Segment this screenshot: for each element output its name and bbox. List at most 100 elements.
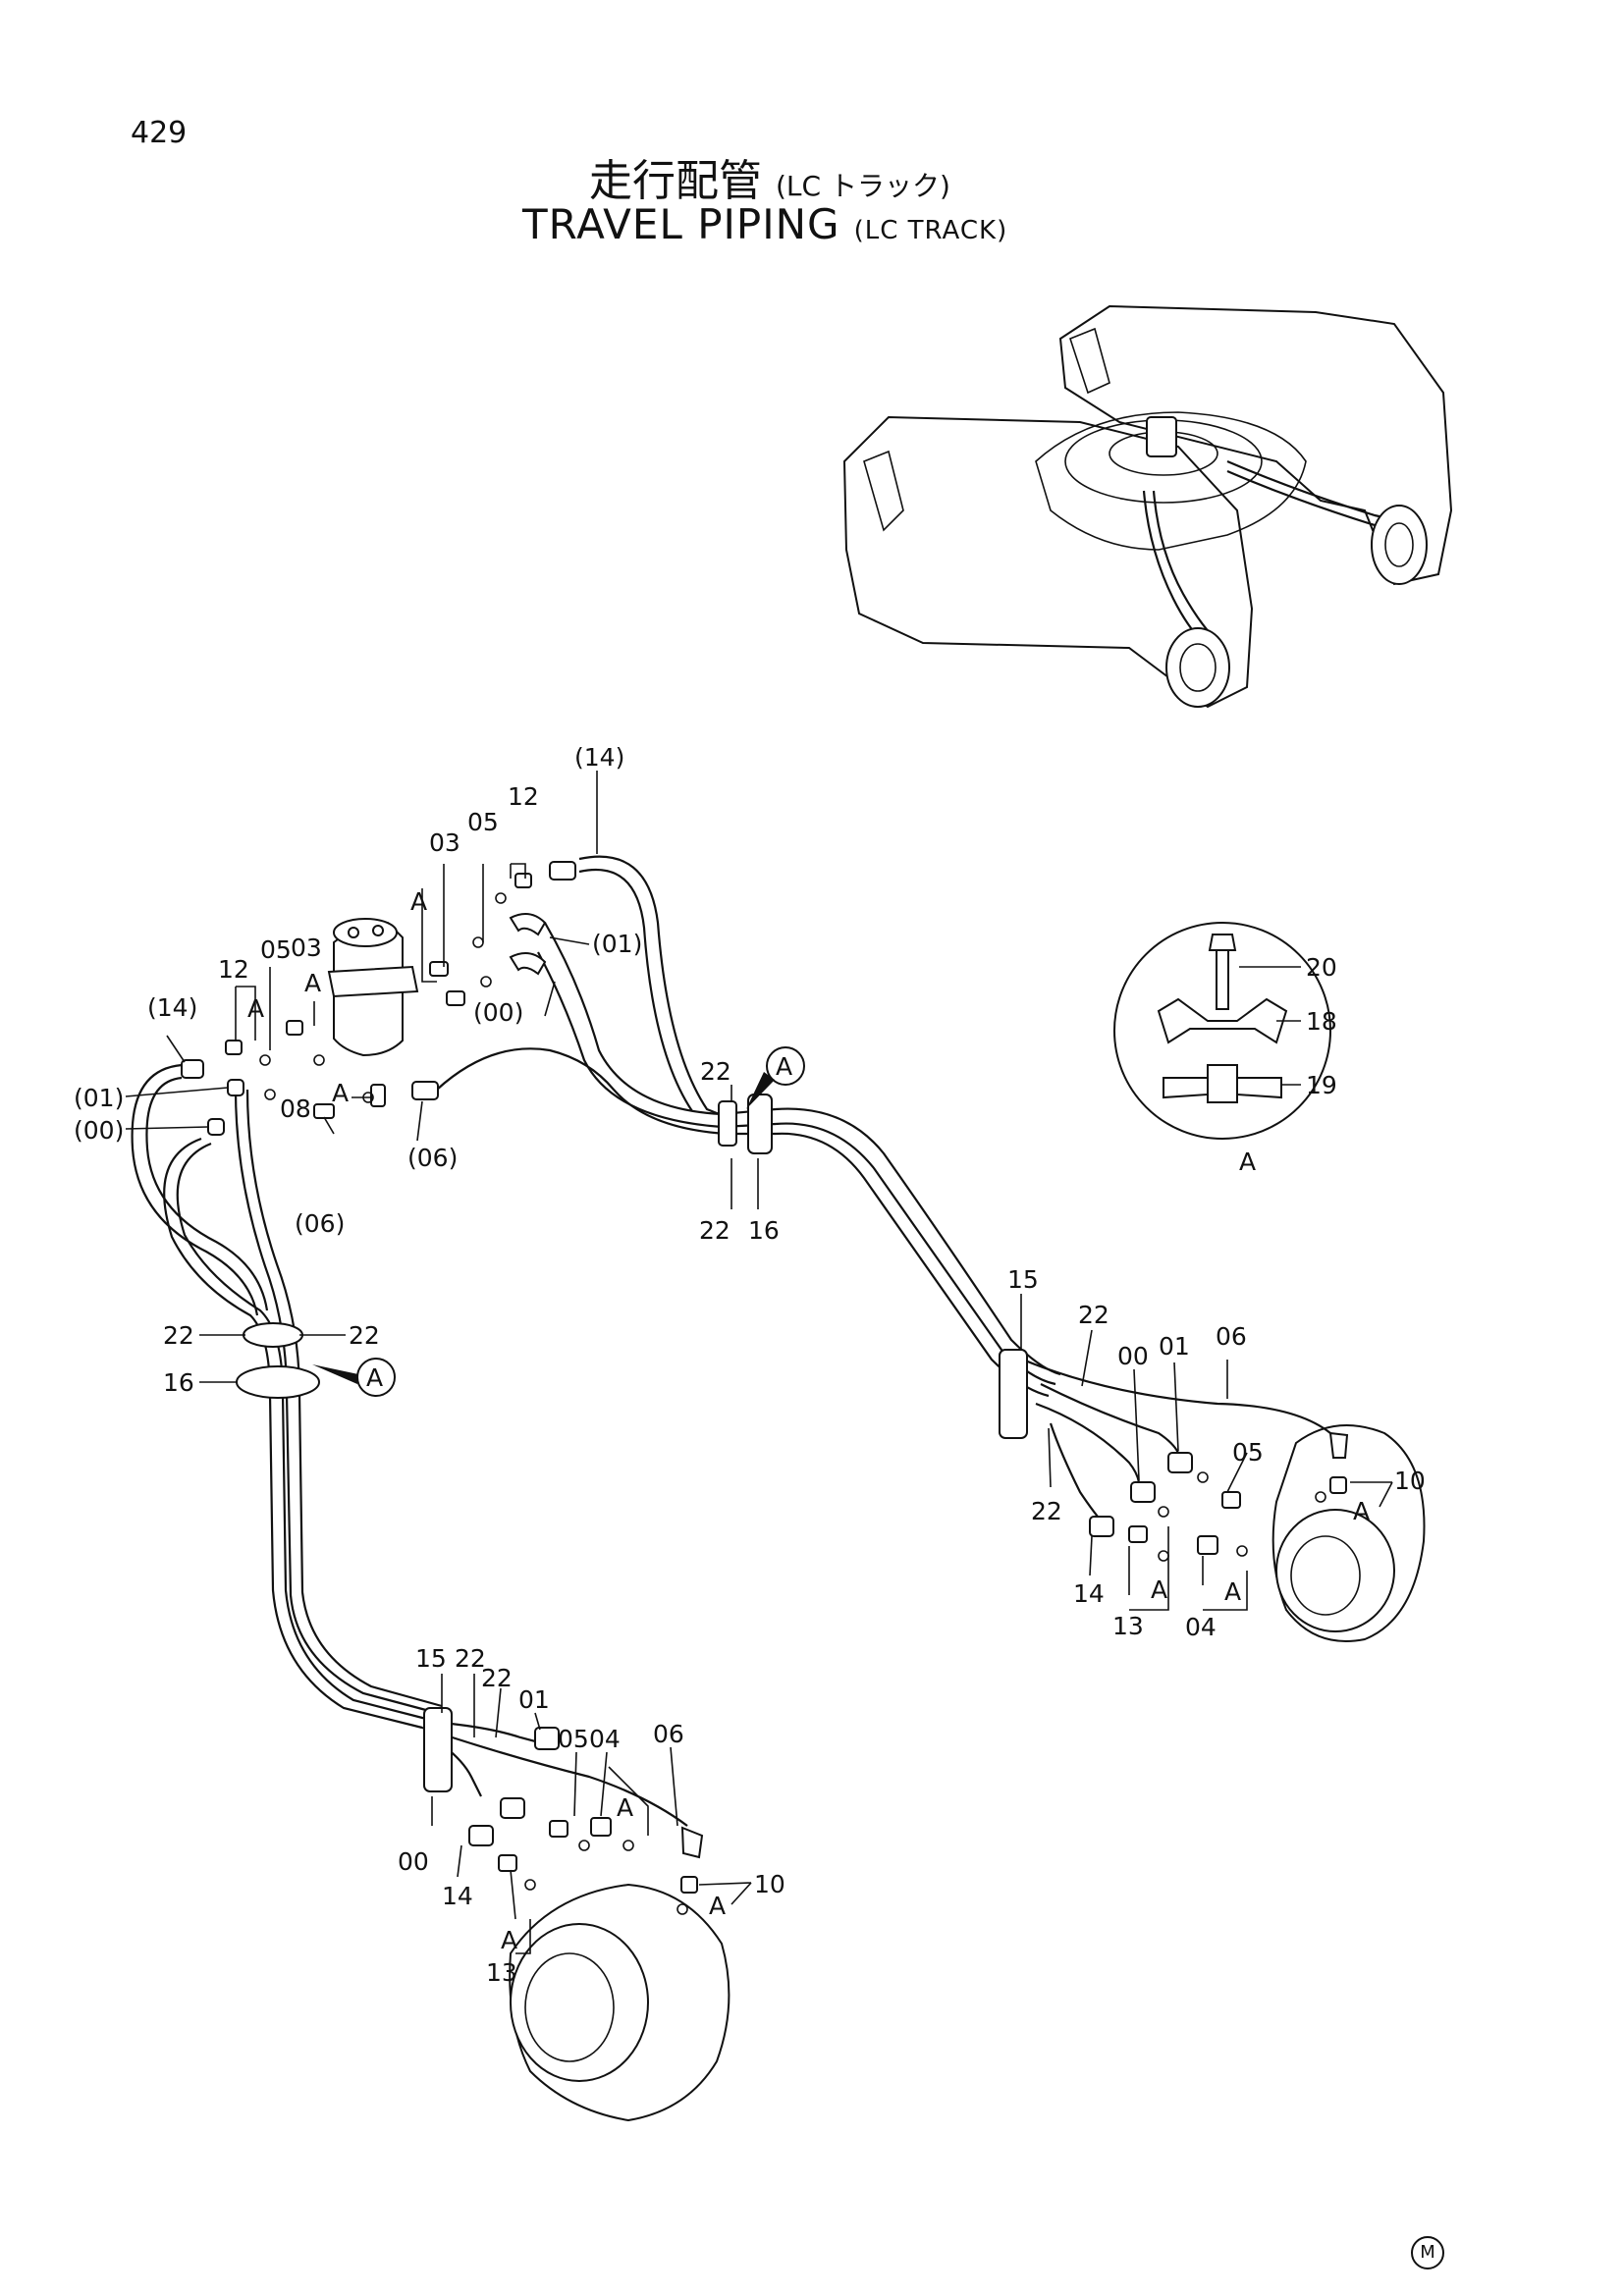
- elbow-01-top: [509, 913, 547, 936]
- bottom-sprocket: [509, 1883, 730, 2122]
- fitting-bottom-10: [680, 1876, 698, 1894]
- bolt-shank: [1216, 949, 1229, 1010]
- callout-22-left-b: 22: [349, 1321, 380, 1350]
- view-marker-left-label: A: [366, 1363, 383, 1392]
- fitting-right-13: [1128, 1525, 1148, 1543]
- callout-22-center-bottom: 22: [699, 1216, 730, 1245]
- rear-track-frame: [1058, 304, 1453, 586]
- oring-r5: [1315, 1491, 1326, 1503]
- oring-5: [264, 1089, 276, 1100]
- callout-12-top: 12: [508, 782, 539, 811]
- callouts-bottom-motor: 15 22 22 01 05 04 06 A 00 A 14 13 10 A: [398, 1644, 785, 1987]
- callout-13-bottom: 13: [486, 1958, 517, 1987]
- center-frame: [1035, 411, 1307, 551]
- hose-left-14: [131, 1063, 259, 1316]
- overview-hose-front: [1142, 490, 1209, 649]
- callout-10-right: 10: [1394, 1467, 1426, 1495]
- view-marker-center: A: [746, 1046, 805, 1109]
- hose-bottom-06: [421, 1726, 688, 1827]
- elbow-bottom-06: [680, 1826, 704, 1859]
- fitting-12-top: [514, 873, 532, 888]
- title-jp-main: 走行配管: [589, 156, 762, 206]
- hose-right-00: [1035, 1402, 1141, 1483]
- oring-2: [480, 976, 492, 988]
- undercarriage-overview: [842, 304, 1453, 709]
- fitting-bottom-01: [534, 1727, 560, 1750]
- hose-right-run-a: [775, 1107, 1061, 1376]
- center-joint-flange: [327, 965, 419, 998]
- callout-04-right: 04: [1185, 1613, 1217, 1641]
- fitting-bottom-14: [468, 1825, 494, 1846]
- clamp-right-15: [999, 1349, 1028, 1439]
- fitting-03-top: [429, 961, 449, 977]
- callout-leaders: [125, 771, 1393, 1954]
- callout-00-right: 00: [1117, 1342, 1149, 1370]
- hose-left-00-b: [176, 1142, 431, 1722]
- hose-left-00: [163, 1137, 423, 1730]
- hose-center-01: [544, 922, 777, 1116]
- hose-center-06: [436, 1047, 776, 1136]
- fitting-right-10: [1329, 1476, 1347, 1494]
- callout-18: 18: [1306, 1007, 1337, 1036]
- fitting-01-left: [227, 1079, 244, 1096]
- fitting-bottom-04: [590, 1817, 612, 1837]
- hose-center-14-b: [578, 868, 693, 1112]
- bolt: [1208, 934, 1237, 951]
- callout-a-top: A: [410, 887, 427, 916]
- clamp-bottom-15: [423, 1707, 453, 1792]
- fitting-06-center: [411, 1081, 439, 1100]
- callout-06-right: 06: [1216, 1322, 1247, 1351]
- fitting-14-left: [181, 1059, 204, 1079]
- right-motor-cover: [1290, 1535, 1361, 1616]
- right-travel-motor: [1089, 1424, 1426, 1642]
- callout-05-bottom: 05: [558, 1725, 589, 1753]
- front-travel-motor-sprocket: [1165, 627, 1230, 708]
- callout-06-bottom: 06: [653, 1720, 684, 1748]
- callout-16-left: 16: [163, 1368, 194, 1397]
- hose-left-01: [234, 1089, 438, 1715]
- port-1: [348, 927, 359, 938]
- rear-travel-motor-sprocket: [1371, 505, 1428, 585]
- callout-a-13-bottom: A: [501, 1926, 517, 1954]
- bottom-travel-motor: [468, 1727, 730, 2122]
- callout-01-right: 01: [1159, 1332, 1190, 1361]
- view-marker-left: A: [312, 1358, 396, 1397]
- fitting-00-left: [207, 1118, 225, 1136]
- oring-1: [472, 936, 484, 948]
- clamp-rubber: [1207, 1064, 1238, 1103]
- page-number: 429: [131, 116, 188, 150]
- elbow-00-top: [509, 952, 547, 976]
- bottom-motor-housing: [510, 1923, 649, 2082]
- hose-left-14-b: [145, 1076, 269, 1311]
- title-en-main: TRAVEL PIPING: [522, 200, 840, 248]
- copyright-mark: M: [1411, 2236, 1444, 2269]
- fitting-bottom-00: [500, 1797, 525, 1819]
- clamp-left-16: [236, 1365, 320, 1399]
- callout-14-right: 14: [1073, 1579, 1105, 1608]
- fitting-12-left: [225, 1040, 243, 1055]
- clamps: [236, 1094, 1028, 1792]
- fitting-right-05: [1221, 1491, 1241, 1509]
- right-motor-housing: [1275, 1509, 1395, 1632]
- fitting-right-01: [1167, 1452, 1193, 1473]
- hose-right-01: [1040, 1383, 1179, 1454]
- callout-01-top: (01): [592, 930, 642, 958]
- bottom-motor-cover: [524, 1952, 615, 2062]
- callout-22-center-top: 22: [700, 1057, 731, 1086]
- main-hoses: [131, 855, 1339, 1827]
- port-2: [372, 925, 384, 936]
- callout-22-right-bottom: 22: [1031, 1497, 1062, 1525]
- callout-03-left: 03: [291, 934, 322, 962]
- hose-right-14: [1049, 1422, 1099, 1518]
- hose-right-run-b: [775, 1122, 1056, 1386]
- fitting-06-left: [313, 1103, 335, 1119]
- callout-00-top: (00): [473, 998, 523, 1027]
- callouts-left-clamp: 22 22 16: [163, 1321, 380, 1397]
- fitting-08-tee: [370, 1084, 386, 1107]
- callout-22-bottom-a: 22: [455, 1644, 486, 1673]
- callout-08: 08: [280, 1095, 311, 1123]
- oring-b1: [578, 1840, 590, 1851]
- callout-14-left: (14): [147, 993, 197, 1022]
- front-idler: [863, 450, 904, 532]
